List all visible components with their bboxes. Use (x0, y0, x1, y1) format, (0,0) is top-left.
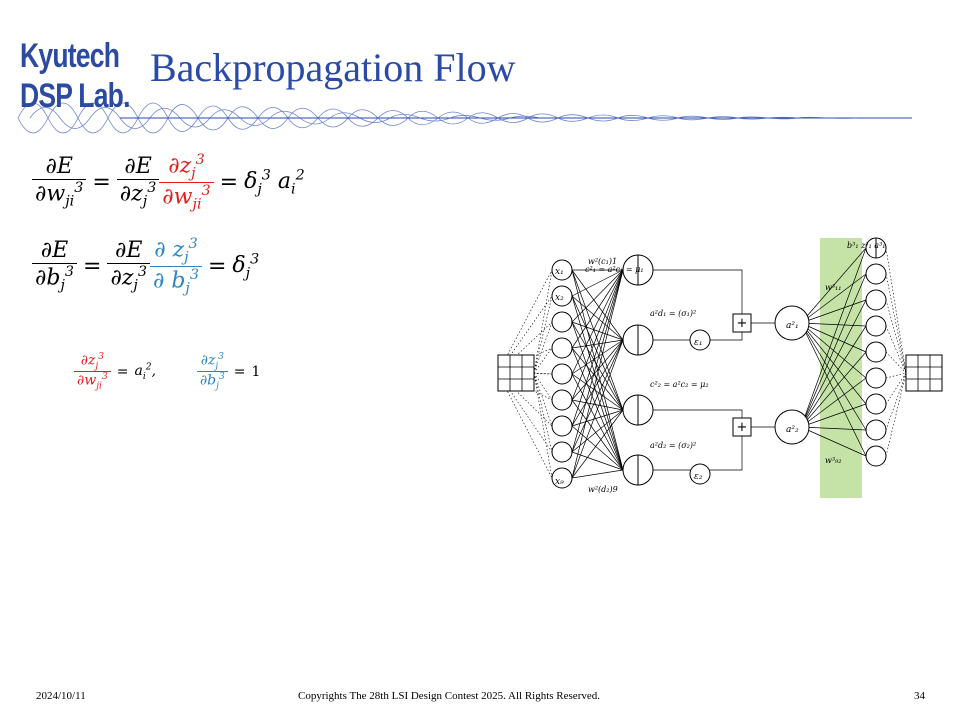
footer-copyright: Copyrights The 28th LSI Design Contest 2… (298, 690, 600, 702)
input-node (551, 389, 573, 411)
w-top-label: w²(c₁)1 (588, 257, 617, 266)
output-top-label: b³₁ z³₁ a³₁ (847, 241, 885, 250)
input-node (551, 311, 573, 333)
output-node (865, 341, 887, 363)
equation-bias-gradient: ∂E ∂bj3 = ∂E ∂zj3 ∂ zj3 ∂ bj3 =δj3 (32, 236, 259, 296)
lab-logo: Kyutech DSP Lab. (20, 36, 130, 116)
eq2-lhs-fraction: ∂E ∂bj3 (32, 238, 78, 294)
w-bottom-label: w²(d₂)9 (588, 485, 618, 494)
sum-symbol-2: + (737, 420, 748, 435)
input-node (551, 363, 573, 385)
input-node (551, 467, 573, 489)
eq1-rhs1-denominator: ∂z (119, 181, 143, 207)
a1-label: a²₁ (786, 321, 799, 331)
x2-label: x₂ (555, 293, 564, 303)
eq2-lhs-numerator: ∂E (32, 238, 78, 265)
output-node (865, 419, 887, 441)
input-node (551, 415, 573, 437)
eq2-rhs1-numerator: ∂E (107, 238, 150, 265)
input-node (551, 337, 573, 359)
d-label-1: a²d₁ = (σ₁)² (650, 309, 696, 318)
eq2-delta: δ (232, 252, 246, 278)
eq1-rhs2-denominator: ∂w (162, 184, 193, 210)
footer-page-number: 34 (914, 690, 925, 702)
logo-line-1: Kyutech (20, 37, 120, 75)
network-diagram: + + c²₁ = a²c₁ = μ₁ a²d₁ = (σ₁)² c²₂ = a… (497, 237, 943, 498)
footer-date: 2024/10/11 (36, 690, 86, 702)
eq1-lhs-fraction: ∂E ∂wji3 (32, 154, 87, 210)
output-node (865, 445, 887, 467)
eps2-label: ε₂ (694, 472, 703, 482)
eq1-rhs1-numerator: ∂E (116, 154, 160, 181)
dz-db-fraction: ∂zj3 ∂bj3 (196, 352, 228, 392)
output-node (865, 289, 887, 311)
output-grid (905, 354, 943, 392)
eq2-rhs2-denominator: ∂ b (152, 268, 186, 294)
sum-box-2 (732, 417, 752, 437)
input-node (551, 285, 573, 307)
w11-label: w³₁₁ (825, 283, 841, 292)
dz-dw-result: a (134, 362, 143, 379)
input-node (551, 441, 573, 463)
latent-node-2 (774, 409, 810, 445)
eq1-rhs2-fraction: ∂zj3 ∂wji3 (159, 152, 214, 212)
eq2-rhs1-fraction: ∂E ∂zj3 (107, 238, 150, 294)
output-node (865, 367, 887, 389)
eq1-delta: δ (244, 168, 258, 194)
eq1-lhs-numerator: ∂E (32, 154, 87, 181)
eq1-rhs2-numerator: ∂z (168, 153, 192, 179)
c-label-2: c²₂ = a²c₂ = μ₂ (650, 380, 709, 389)
input-grid (497, 354, 535, 392)
eq2-rhs2-numerator: ∂ z (154, 237, 185, 263)
sum-box-1 (732, 313, 752, 333)
epsilon-node-1 (689, 329, 711, 351)
eq2-rhs2-fraction: ∂ zj3 ∂ bj3 (149, 236, 202, 296)
eq2-lhs-denominator: ∂b (35, 265, 61, 291)
x1-label: x₁ (555, 267, 564, 277)
eps1-label: ε₁ (694, 338, 702, 348)
logo-line-2: DSP Lab. (20, 77, 130, 115)
input-node (551, 259, 573, 281)
highlight-band (820, 238, 862, 498)
equation-weight-gradient: ∂E ∂wji3 = ∂E ∂zj3 ∂zj3 ∂wji3 =δj3 ai2 (32, 152, 305, 212)
c-label-1: c²₁ = a²c₁ = μ₁ (585, 265, 644, 274)
a2-label: a²₂ (786, 425, 799, 435)
output-node (865, 393, 887, 415)
d-label-2: a²d₂ = (σ₂)² (650, 441, 696, 450)
w92-label: w³₉₂ (825, 456, 841, 465)
eq2-rhs1-denominator: ∂z (110, 265, 134, 291)
epsilon-node-2 (689, 463, 711, 485)
partial-derivative-results: ∂zj3 ∂wji3 =ai2, ∂zj3 ∂bj3 =1 (74, 352, 260, 392)
sum-symbol-1: + (737, 316, 748, 331)
latent-node-1 (774, 305, 810, 341)
eq1-rhs1-fraction: ∂E ∂zj3 (116, 154, 160, 210)
dz-dw-fraction: ∂zj3 ∂wji3 (74, 352, 111, 392)
eq1-lhs-denominator: ∂w (35, 181, 66, 207)
output-node (865, 315, 887, 337)
header-wave-decoration (17, 102, 912, 134)
dz-db-result: 1 (251, 363, 261, 380)
output-node (865, 263, 887, 285)
slide-title: Backpropagation Flow (150, 45, 516, 90)
x9-label: x₉ (555, 477, 564, 487)
